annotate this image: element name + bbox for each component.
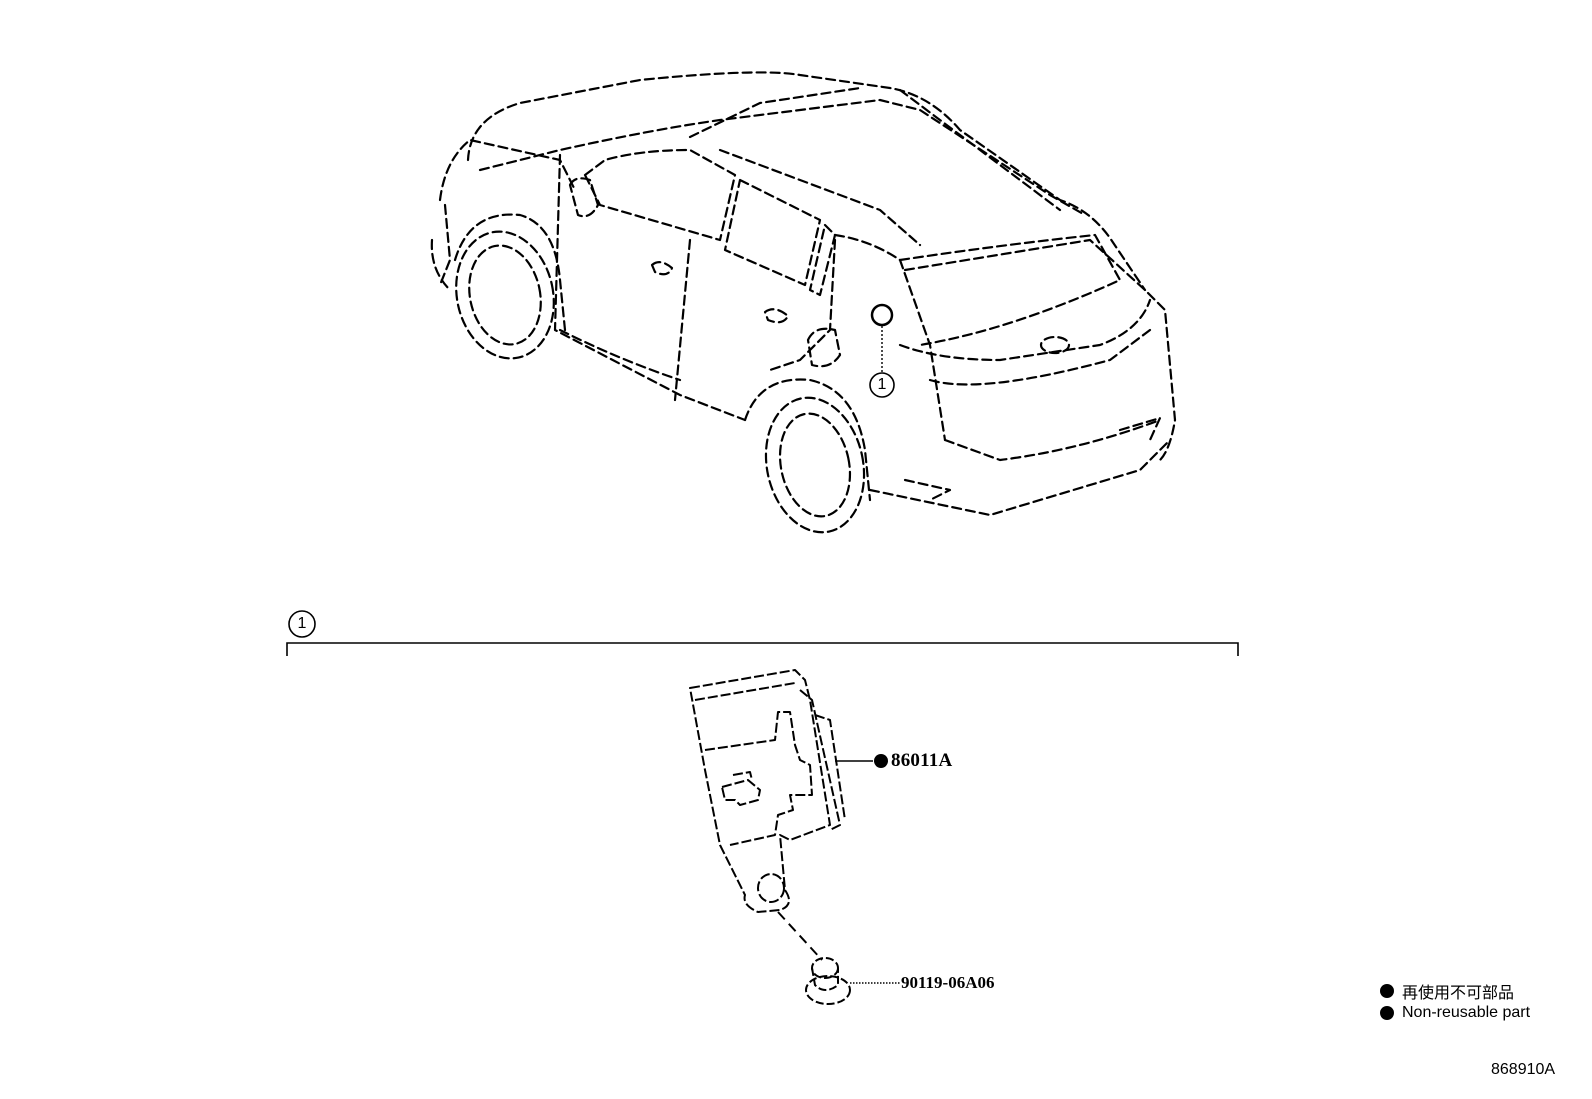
bolt-axis-line (777, 911, 823, 961)
legend-text-en: Non-reusable part (1402, 1004, 1531, 1021)
filled-dot-icon (1380, 1006, 1394, 1020)
sensor-location-marker (869, 303, 895, 398)
legend-item-jp: 再使用不可部品 (1380, 979, 1514, 1003)
part-number-86011A[interactable]: 86011A (891, 750, 953, 771)
non-reusable-marker (874, 754, 888, 768)
group-callout-number: 1 (297, 615, 307, 632)
bolt-90119-06A06-drawing (805, 957, 851, 1005)
legend-text-jp: 再使用不可部品 (1402, 985, 1515, 1002)
illustration-id: 868910A (1491, 1061, 1556, 1078)
legend-item-en: Non-reusable part (1380, 1004, 1530, 1022)
filled-dot-icon (1380, 984, 1394, 998)
group-bracket (286, 610, 1239, 656)
part-number-90119-06A06[interactable]: 90119-06A06 (901, 973, 995, 992)
car-callout-number[interactable]: 1 (877, 376, 887, 393)
part-86011A-drawing (689, 669, 846, 913)
vehicle-illustration (430, 71, 1177, 534)
